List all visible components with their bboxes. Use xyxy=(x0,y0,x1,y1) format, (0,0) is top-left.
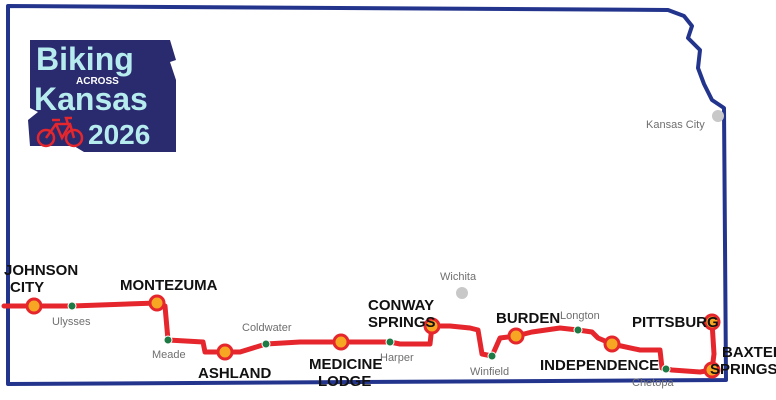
stop-ashland: ASHLAND xyxy=(198,343,271,382)
svg-text:SPRINGS: SPRINGS xyxy=(368,314,436,331)
svg-text:Winfield: Winfield xyxy=(470,366,509,378)
svg-text:JOHNSON: JOHNSON xyxy=(4,262,78,279)
svg-text:Kansas City: Kansas City xyxy=(646,119,705,131)
waypoint-chetopa: Chetopa xyxy=(632,364,674,389)
svg-text:2026: 2026 xyxy=(88,119,150,150)
svg-text:CITY: CITY xyxy=(10,279,44,296)
svg-text:LODGE: LODGE xyxy=(318,373,371,390)
waypoint-harper: Harper xyxy=(380,337,414,364)
bicycle-icon xyxy=(36,116,84,148)
svg-text:Coldwater: Coldwater xyxy=(242,322,292,334)
svg-text:Meade: Meade xyxy=(152,349,186,361)
svg-text:MEDICINE: MEDICINE xyxy=(309,356,382,373)
svg-text:MONTEZUMA: MONTEZUMA xyxy=(120,277,218,294)
svg-text:INDEPENDENCE: INDEPENDENCE xyxy=(540,357,659,374)
stop-burden: BURDEN xyxy=(496,310,560,345)
waypoint-winfield: Winfield xyxy=(470,351,509,378)
svg-text:Biking: Biking xyxy=(36,41,134,77)
svg-text:CONWAY: CONWAY xyxy=(368,297,434,314)
stop-baxter-springs: BAXTER SPRINGS xyxy=(703,344,776,379)
svg-text:Chetopa: Chetopa xyxy=(632,377,674,389)
svg-text:SPRINGS: SPRINGS xyxy=(710,361,776,378)
biking-across-kansas-logo: Biking ACROSS Kansas 2026 xyxy=(28,40,176,152)
svg-text:Kansas: Kansas xyxy=(34,81,148,117)
kansas-state-outline xyxy=(6,4,728,386)
bike-route-line xyxy=(1,300,717,375)
stop-independence: INDEPENDENCE xyxy=(540,335,659,374)
waypoint-coldwater: Coldwater xyxy=(242,322,292,349)
stop-conway-springs: CONWAY SPRINGS xyxy=(368,297,441,335)
waypoint-meade: Meade xyxy=(152,335,186,361)
svg-text:ACROSS: ACROSS xyxy=(76,76,119,87)
stop-pittsburg: PITTSBURG xyxy=(632,313,721,331)
svg-text:Longton: Longton xyxy=(560,310,600,322)
waypoint-longton: Longton xyxy=(560,310,600,335)
svg-text:Harper: Harper xyxy=(380,352,414,364)
city-marker-wichita: Wichita xyxy=(440,271,477,299)
stop-medicine-lodge: MEDICINE LODGE xyxy=(309,333,382,390)
svg-text:BAXTER: BAXTER xyxy=(722,344,776,361)
svg-text:ASHLAND: ASHLAND xyxy=(198,365,271,382)
waypoint-ulysses: Ulysses xyxy=(52,301,91,328)
city-marker-kansas-city: Kansas City xyxy=(646,110,724,131)
svg-text:BURDEN: BURDEN xyxy=(496,310,560,327)
stop-montezuma: MONTEZUMA xyxy=(120,277,218,312)
svg-text:Ulysses: Ulysses xyxy=(52,316,91,328)
svg-text:PITTSBURG: PITTSBURG xyxy=(632,314,719,331)
stop-johnson-city: JOHNSON CITY xyxy=(4,262,78,315)
svg-text:Wichita: Wichita xyxy=(440,271,477,283)
